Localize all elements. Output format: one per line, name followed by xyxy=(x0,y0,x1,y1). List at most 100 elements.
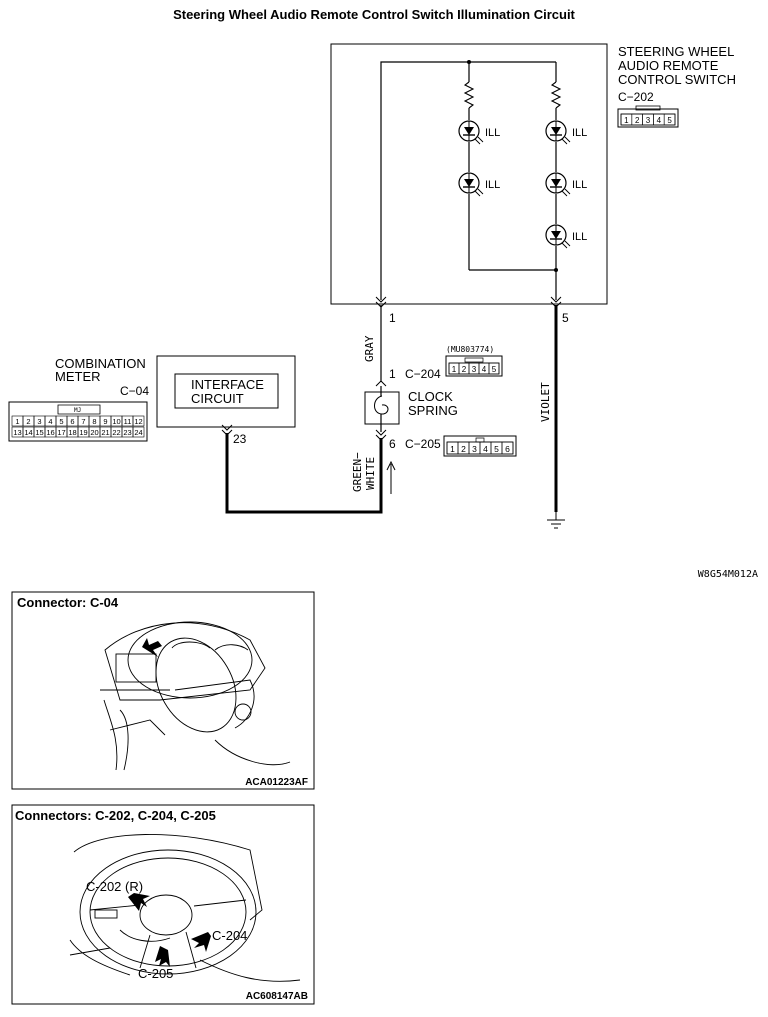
c202-callout: C-202 (R) xyxy=(86,879,143,894)
connector-pin-number: 4 xyxy=(483,444,488,454)
c202-label: C−202 xyxy=(618,90,654,104)
c04-location-arrow xyxy=(142,638,162,657)
meter-pin-marker-2 xyxy=(221,429,233,436)
wire-violet-label: VIOLET xyxy=(539,382,552,422)
ill-label: ILL xyxy=(485,127,500,139)
c204-pin-label: 1 xyxy=(389,367,396,381)
connector-pin-number: 2 xyxy=(26,417,30,426)
switch-label-line2: AUDIO REMOTE xyxy=(618,58,719,73)
ill-label: ILL xyxy=(572,127,587,139)
connector-pin-number: 4 xyxy=(48,417,52,426)
c205-callout: C-205 xyxy=(138,966,173,981)
connector-pin-number: 15 xyxy=(35,428,43,437)
connector-pin-number: 5 xyxy=(494,444,499,454)
connector-pin-number: 18 xyxy=(68,428,76,437)
pin-markers xyxy=(375,296,562,308)
connector-pin-number: 2 xyxy=(461,444,466,454)
current-arrow xyxy=(386,460,396,494)
panel2-code: AC608147AB xyxy=(246,991,308,1002)
meter-box xyxy=(156,355,296,428)
diagram-title: Steering Wheel Audio Remote Control Swit… xyxy=(173,7,575,22)
clock-spring-symbol xyxy=(364,386,400,432)
interface-circuit-line2: CIRCUIT xyxy=(191,391,244,406)
clock-spring-label-2: SPRING xyxy=(408,403,458,418)
connector-pin-number: 3 xyxy=(37,417,41,426)
connector-pin-number: 5 xyxy=(667,116,672,125)
wire-green-label: GREEN− xyxy=(351,452,364,492)
meter-label-line2: METER xyxy=(55,369,101,384)
connector-pin-number: 1 xyxy=(15,417,19,426)
connector-pin-number: 14 xyxy=(24,428,32,437)
connector-pin-cell xyxy=(501,441,514,455)
switch-label-line1: STEERING WHEEL xyxy=(618,44,734,59)
connector-pin-number: 3 xyxy=(472,365,477,374)
wire-white-label: WHITE xyxy=(364,457,377,490)
c205-location-arrow xyxy=(155,946,170,967)
c204-pin-marker xyxy=(375,380,387,387)
connector-pin-number: 10 xyxy=(112,417,120,426)
connector-pin-number: 1 xyxy=(452,365,457,374)
c205-label: C−205 xyxy=(405,437,441,451)
ill-label: ILL xyxy=(572,231,587,243)
part-number-label: (MU803774) xyxy=(446,345,494,354)
switch-label-line3: CONTROL SWITCH xyxy=(618,72,736,87)
connector-pin-number: 6 xyxy=(505,444,510,454)
connector-pin-number: 11 xyxy=(124,417,132,426)
panel2-title: Connectors: C-202, C-204, C-205 xyxy=(15,808,216,823)
steering-wheel-illustration xyxy=(69,834,301,982)
resistor-left xyxy=(464,81,474,109)
meter-pin-label: 23 xyxy=(233,432,247,446)
connector-pin-number: 17 xyxy=(57,428,65,437)
c204-callout: C-204 xyxy=(212,928,247,943)
connector-pin-number: 8 xyxy=(92,417,96,426)
led-left-1 xyxy=(458,120,484,145)
ill-label: ILL xyxy=(485,179,500,191)
connector-pin-number: 3 xyxy=(646,116,651,125)
pin-1-label: 1 xyxy=(389,311,396,325)
interface-circuit-box xyxy=(174,373,279,409)
pin-5-label: 5 xyxy=(562,311,569,325)
connector-pin-number: 13 xyxy=(13,428,21,437)
led-right-1 xyxy=(545,120,571,145)
connector-pin-number: 1 xyxy=(450,444,455,454)
panel1-code: ACA01223AF xyxy=(245,777,308,788)
c04-tab-label: MJ xyxy=(74,407,81,414)
connectors-c202-c204-c205-panel xyxy=(11,804,315,1005)
connector-pin-number: 6 xyxy=(70,417,74,426)
connector-c04-panel xyxy=(11,591,315,790)
connector-pin-number: 20 xyxy=(90,428,98,437)
c04-label: C−04 xyxy=(120,384,149,398)
connector-pin-cell xyxy=(132,426,145,438)
led-left-2 xyxy=(458,172,484,197)
c205-pin-marker xyxy=(375,429,387,436)
meter-pin-marker xyxy=(221,424,233,431)
connector-pin-number: 23 xyxy=(123,428,131,437)
clock-spring-label-1: CLOCK xyxy=(408,389,453,404)
c205-pin-label: 6 xyxy=(389,437,396,451)
meter-label-line1: COMBINATION xyxy=(55,356,146,371)
connector-pin-number: 21 xyxy=(101,428,109,437)
connector-pin-number: 9 xyxy=(103,417,107,426)
connector-pin-cell xyxy=(488,362,500,375)
figure-code: W8G54M012A xyxy=(698,569,758,580)
connector-pin-number: 16 xyxy=(46,428,54,437)
interface-circuit-line1: INTERFACE xyxy=(191,377,264,392)
connector-pin-cell xyxy=(663,113,676,126)
green-white-wire xyxy=(225,433,383,514)
connector-pin-number: 12 xyxy=(134,417,142,426)
ground-symbol xyxy=(547,512,565,529)
connector-pin-number: 2 xyxy=(635,116,640,125)
switch-box xyxy=(330,43,608,305)
switch-internal-wiring xyxy=(380,60,558,300)
led-right-3 xyxy=(545,224,571,249)
connector-pin-number: 1 xyxy=(624,116,629,125)
connector-pin-number: 24 xyxy=(134,428,142,437)
connector-pin-number: 4 xyxy=(482,365,487,374)
connector-pin-number: 7 xyxy=(81,417,85,426)
ill-label: ILL xyxy=(572,179,587,191)
connector-pin-number: 19 xyxy=(79,428,87,437)
